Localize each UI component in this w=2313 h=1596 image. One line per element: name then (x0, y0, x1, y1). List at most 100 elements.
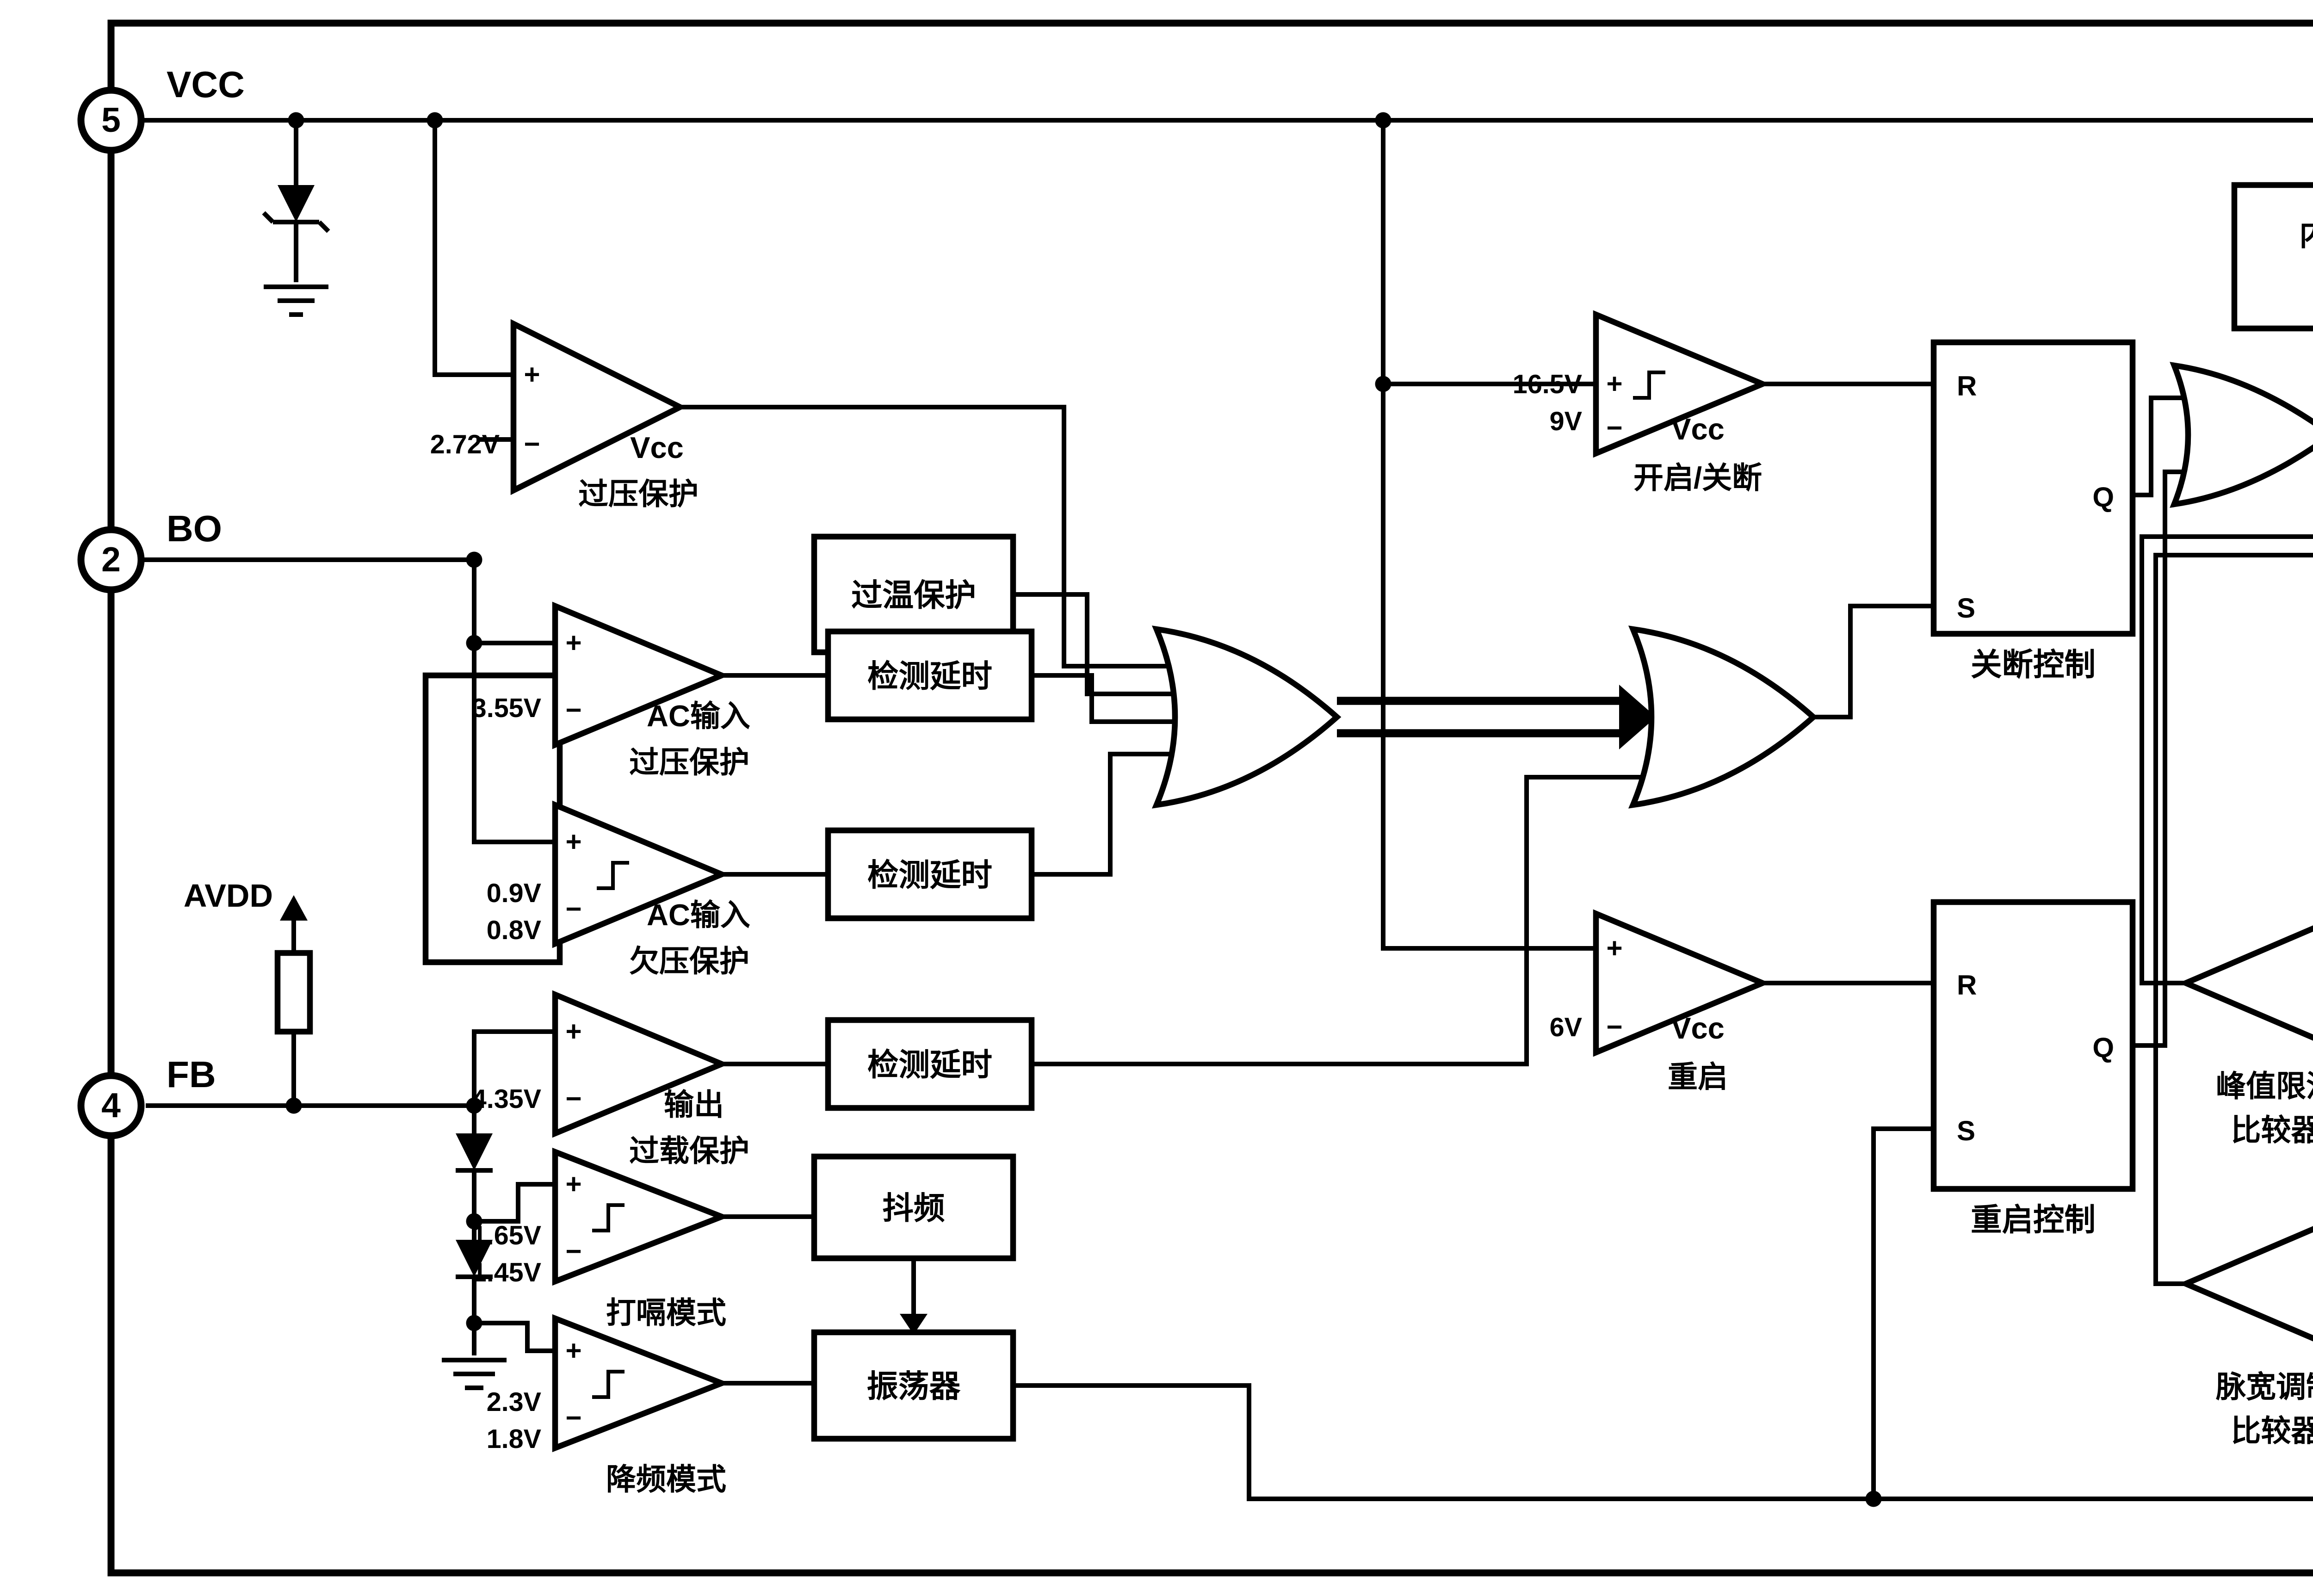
pin-bo-number: 2 (101, 540, 121, 579)
ref-1p8: 1.8V (487, 1424, 541, 1454)
plus-mark: + (524, 359, 540, 390)
ff-shutdown-r: R (1957, 371, 1977, 402)
pin-vcc-label: VCC (167, 64, 245, 105)
block-detect-delay-1: 检测延时 (825, 628, 1035, 723)
fb-pullup-resistor (274, 950, 313, 1035)
ref-6v: 6V (1550, 1013, 1582, 1042)
cmp-vcc-onoff-line1: Vcc (1671, 412, 1725, 446)
cmp-freq-drop-label: 降频模式 (606, 1462, 726, 1496)
ref-9: 9V (1550, 407, 1582, 436)
cmp-out-ovl-line2: 过载保护 (629, 1134, 749, 1168)
plus-mark: + (565, 1335, 581, 1366)
cmp-vcc-ovp-line2: 过压保护 (578, 477, 699, 511)
plus-mark: + (565, 826, 581, 857)
plus-mark: + (565, 1016, 581, 1047)
plus-mark: + (1606, 933, 1622, 964)
ref-16p5: 16.5V (1513, 370, 1582, 399)
pin-bo: 2 BO (77, 508, 222, 594)
comparator-pwm: + − 脉宽调制 比较器 (2178, 1226, 2313, 1448)
or-gate-protection-1 (1151, 625, 1342, 809)
pin-fb: 4 FB (77, 1054, 216, 1139)
minus-mark: − (565, 694, 581, 725)
block-delay2-label: 检测延时 (867, 858, 992, 893)
comparator-hiccup: + − 1.65V 1.45V 打嗝模式 (472, 1147, 730, 1330)
comparator-ac-uvp: + − 0.9V 0.8V AC输入 欠压保护 (487, 800, 750, 978)
block-internal-supply-line1: 内部供电 (2299, 217, 2313, 252)
flipflop-shutdown: R S Q 关断控制 (1930, 339, 2136, 682)
ground-symbol-vcc (264, 285, 328, 317)
minus-mark: − (524, 428, 540, 459)
block-detect-delay-3: 检测延时 (825, 1017, 1035, 1111)
ff-shutdown-label: 关断控制 (1971, 648, 2096, 682)
block-delay3-label: 检测延时 (867, 1048, 992, 1083)
cmp-ac-uvp-line2: 欠压保护 (629, 944, 749, 978)
pin-fb-number: 4 (101, 1086, 121, 1125)
cmp-pwm-line1: 脉宽调制 (2216, 1370, 2313, 1404)
cmp-ac-uvp-line1: AC输入 (647, 898, 750, 932)
block-internal-supply: 内部供电 电源 (2231, 182, 2313, 332)
comparator-output-overload: + − 4.35V 输出 过载保护 (472, 990, 749, 1168)
ff-restart-label: 重启控制 (1971, 1203, 2096, 1237)
flipflop-restart: R S Q 重启控制 (1930, 899, 2136, 1237)
block-delay1-label: 检测延时 (867, 659, 992, 694)
block-oscillator: 振荡器 (811, 1329, 1016, 1442)
avdd-fb-label: AVDD (184, 878, 273, 914)
ff-restart-q: Q (2092, 1032, 2114, 1063)
comparator-ac-ovp: + − 3.55V AC输入 过压保护 (472, 601, 750, 779)
wires (141, 118, 2313, 1501)
pin-fb-label: FB (167, 1054, 216, 1095)
ref-0p8: 0.8V (487, 916, 541, 945)
minus-mark: − (1606, 412, 1622, 443)
pin-vcc: 5 VCC (77, 64, 245, 154)
cmp-vcc-restart-line1: Vcc (1671, 1011, 1725, 1045)
cmp-peak-limit-line2: 比较器 (2231, 1113, 2313, 1147)
ff-restart-s: S (1957, 1115, 1975, 1146)
block-detect-delay-2: 检测延时 (825, 827, 1035, 922)
cmp-vcc-ovp-line1: Vcc (630, 431, 684, 464)
ff-restart-r: R (1957, 970, 1977, 1001)
ref-0p9: 0.9V (487, 878, 541, 908)
ground-symbol-fb (442, 1358, 507, 1390)
cmp-vcc-onoff-line2: 开启/关断 (1633, 461, 1762, 495)
pin-vcc-number: 5 (101, 100, 121, 139)
chip-boundary (107, 19, 2313, 1577)
fb-diode-chain (456, 1133, 493, 1279)
cmp-out-ovl-line1: 输出 (664, 1088, 724, 1121)
ff-shutdown-s: S (1957, 593, 1975, 624)
block-jitter-label: 抖频 (882, 1191, 945, 1226)
or-gate-protection-2 (1628, 625, 1818, 809)
block-jitter: 抖频 (811, 1153, 1016, 1262)
vcc-zener-diode (262, 185, 330, 233)
minus-mark: − (565, 1083, 581, 1114)
ref-1p65: 1.65V (472, 1221, 541, 1250)
ref-2p3: 2.3V (487, 1387, 541, 1417)
cmp-hiccup-label: 打嗝模式 (606, 1296, 726, 1330)
minus-mark: − (1606, 1011, 1622, 1042)
cmp-peak-limit-line1: 峰值限流 (2216, 1069, 2313, 1103)
pin-bo-label: BO (167, 508, 222, 549)
plus-mark: + (565, 627, 581, 658)
comparator-vcc-ovp: + − 2.72V Vcc 过压保护 (430, 319, 699, 511)
cmp-ac-ovp-line2: 过压保护 (629, 745, 749, 779)
junction-dots (285, 112, 1882, 1507)
ref-1p45: 1.45V (472, 1258, 541, 1287)
comparator-vcc-onoff: + − 16.5V 9V Vcc 开启/关断 (1513, 310, 1770, 495)
ref-4p35: 4.35V (472, 1084, 541, 1114)
comparator-freq-drop: + − 2.3V 1.8V 降频模式 (487, 1314, 730, 1496)
block-otp-label: 过温保护 (851, 578, 976, 613)
minus-mark: − (565, 893, 581, 924)
cmp-ac-ovp-line1: AC输入 (647, 699, 750, 733)
cmp-pwm-line2: 比较器 (2231, 1414, 2313, 1448)
ref-2p72: 2.72V (430, 430, 500, 459)
minus-mark: − (565, 1402, 581, 1433)
ref-3p55: 3.55V (472, 693, 541, 723)
or-gate-fault-1 (2170, 362, 2313, 508)
comparator-peak-limit: + − 峰值限流 比较器 (2178, 925, 2313, 1147)
plus-mark: + (1606, 368, 1622, 399)
comparator-vcc-restart: + − 6V Vcc 重启 (1550, 909, 1770, 1094)
plus-mark: + (565, 1169, 581, 1200)
cmp-vcc-restart-line2: 重启 (1668, 1060, 1728, 1094)
block-oscillator-label: 振荡器 (867, 1369, 961, 1404)
